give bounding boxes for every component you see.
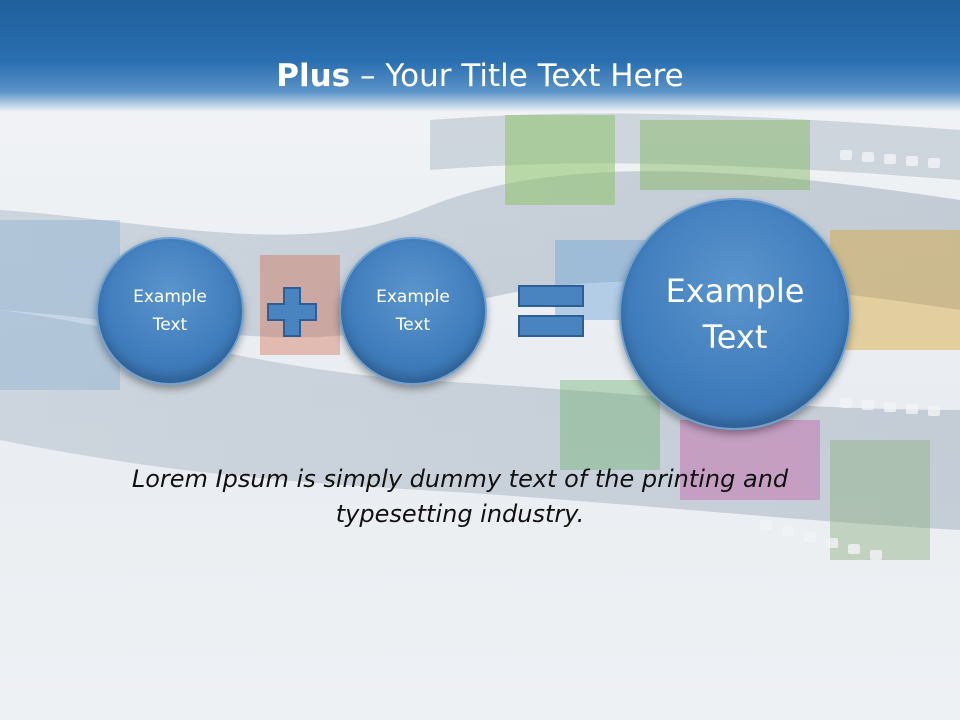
node-circle-1: Example Text xyxy=(96,237,244,385)
frame-sun xyxy=(830,230,960,350)
frame-globe xyxy=(560,380,660,470)
film-band-lower xyxy=(0,310,960,530)
result-circle: Example Text xyxy=(619,198,851,430)
plus-icon xyxy=(267,287,317,337)
node-label-2: Example Text xyxy=(376,287,450,335)
body-text: Lorem Ipsum is simply dummy text of the … xyxy=(131,465,789,528)
title-bold: Plus xyxy=(276,58,351,94)
frame-green xyxy=(505,115,615,205)
frame-bottles xyxy=(680,420,820,500)
result-label: Example Text xyxy=(665,272,805,356)
title-rest: – Your Title Text Here xyxy=(350,58,684,94)
frame-grass xyxy=(640,120,810,190)
node-label-1: Example Text xyxy=(133,287,207,335)
slide-title: Plus – Your Title Text Here xyxy=(0,56,960,96)
node-circle-2: Example Text xyxy=(339,237,487,385)
frame-cat xyxy=(830,440,930,560)
title-banner xyxy=(0,0,960,112)
sprocket-holes xyxy=(760,150,940,560)
equals-icon xyxy=(518,285,584,337)
